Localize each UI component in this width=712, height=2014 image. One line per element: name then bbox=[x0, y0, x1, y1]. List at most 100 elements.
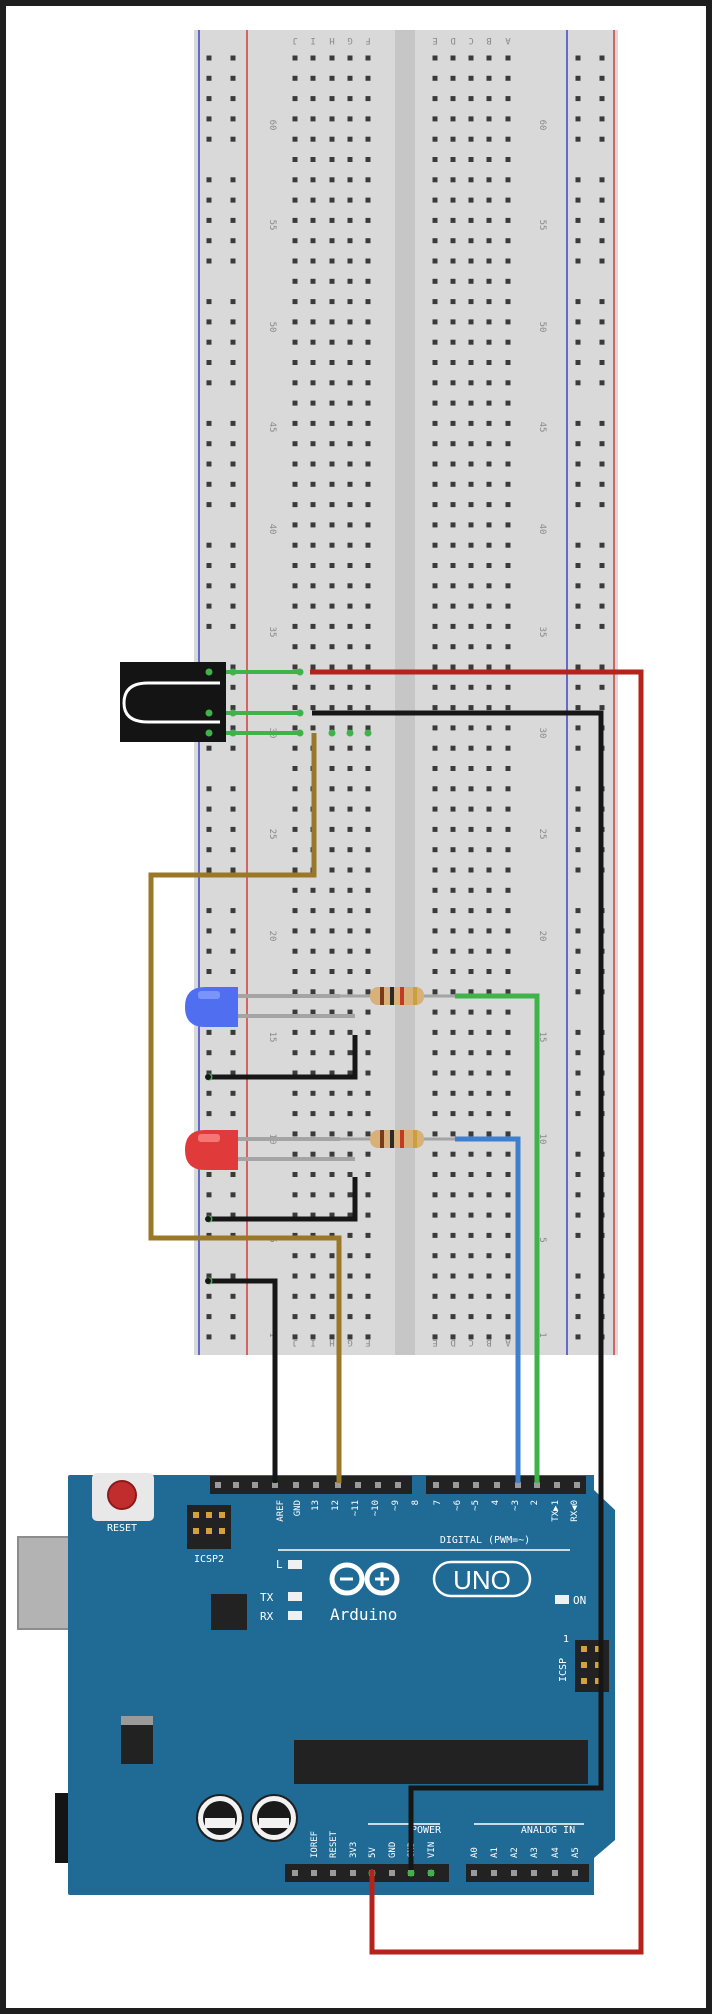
terminal-hole bbox=[432, 623, 438, 629]
terminal-hole bbox=[329, 217, 335, 223]
terminal-hole bbox=[505, 55, 511, 61]
terminal-hole bbox=[329, 766, 335, 771]
terminal-hole bbox=[505, 644, 511, 650]
terminal-hole bbox=[505, 1151, 511, 1157]
terminal-hole bbox=[486, 522, 492, 528]
terminal-hole bbox=[310, 1232, 316, 1238]
regulator-tab bbox=[121, 1716, 153, 1725]
terminal-hole bbox=[310, 684, 316, 690]
terminal-hole bbox=[486, 319, 492, 325]
terminal-hole bbox=[292, 360, 298, 365]
terminal-hole bbox=[468, 1090, 474, 1096]
frame-left bbox=[0, 0, 6, 2014]
terminal-hole bbox=[486, 157, 492, 162]
column-letter-top: B bbox=[486, 35, 491, 45]
resistor-1-band-1 bbox=[380, 987, 384, 1005]
terminal-hole bbox=[310, 55, 316, 61]
wire-black-gnd bbox=[312, 710, 604, 1870]
terminal-hole bbox=[505, 745, 511, 751]
row-number-right: 25 bbox=[537, 829, 547, 840]
rail-hole bbox=[575, 441, 581, 447]
terminal-hole bbox=[310, 928, 316, 934]
rail-hole bbox=[599, 96, 605, 102]
terminal-hole bbox=[432, 380, 438, 386]
terminal-hole bbox=[450, 75, 456, 81]
terminal-hole bbox=[292, 217, 298, 223]
terminal-hole bbox=[292, 157, 298, 162]
row-number-right: 40 bbox=[537, 524, 547, 535]
terminal-hole bbox=[432, 522, 438, 528]
top-header-pins bbox=[215, 1482, 580, 1488]
terminal-hole bbox=[486, 705, 492, 711]
terminal-hole bbox=[505, 1232, 511, 1238]
connected-hole bbox=[364, 729, 372, 737]
terminal-hole bbox=[486, 989, 492, 995]
terminal-hole bbox=[347, 1090, 353, 1096]
terminal-hole bbox=[486, 928, 492, 934]
terminal-hole bbox=[432, 603, 438, 609]
terminal-hole bbox=[505, 847, 511, 853]
terminal-hole bbox=[365, 644, 371, 650]
tx-led bbox=[288, 1592, 302, 1601]
terminal-hole bbox=[292, 664, 298, 670]
terminal-hole bbox=[329, 1273, 335, 1279]
resistor-2-band-4 bbox=[413, 1130, 417, 1148]
terminal-hole bbox=[432, 157, 438, 162]
terminal-hole bbox=[432, 360, 438, 365]
terminal-hole bbox=[365, 847, 371, 853]
header-pin bbox=[293, 1482, 299, 1488]
terminal-hole bbox=[450, 360, 456, 365]
terminal-hole bbox=[292, 1029, 298, 1035]
rail-hole bbox=[575, 1273, 581, 1279]
terminal-hole bbox=[432, 1314, 438, 1320]
icsp2-label: ICSP2 bbox=[194, 1554, 224, 1565]
rail-hole bbox=[206, 238, 212, 244]
terminal-hole bbox=[432, 136, 438, 142]
terminal-hole bbox=[486, 623, 492, 629]
terminal-hole bbox=[292, 1334, 298, 1340]
terminal-hole bbox=[365, 1192, 371, 1198]
terminal-hole bbox=[450, 989, 456, 995]
terminal-hole bbox=[468, 217, 474, 223]
terminal-hole bbox=[432, 55, 438, 61]
resistor-1-band-3 bbox=[400, 987, 404, 1005]
terminal-hole bbox=[329, 826, 335, 832]
header-pin bbox=[491, 1870, 497, 1876]
column-letter-bottom: D bbox=[450, 1337, 455, 1347]
column-letter-top: H bbox=[329, 35, 334, 45]
resistor-1 bbox=[340, 987, 455, 1005]
terminal-hole bbox=[310, 502, 316, 508]
connected-hole bbox=[328, 729, 336, 737]
terminal-hole bbox=[292, 786, 298, 792]
terminal-hole bbox=[432, 563, 438, 568]
terminal-hole bbox=[329, 1334, 335, 1340]
terminal-hole bbox=[468, 745, 474, 751]
rail-hole bbox=[575, 745, 581, 751]
icsp2-pin bbox=[219, 1528, 225, 1534]
rail-hole bbox=[206, 867, 212, 873]
terminal-hole bbox=[292, 928, 298, 934]
terminal-hole bbox=[310, 1029, 316, 1035]
rail-hole bbox=[206, 1232, 212, 1238]
terminal-hole bbox=[505, 400, 511, 406]
row-number-right: 50 bbox=[537, 322, 547, 333]
terminal-hole bbox=[432, 238, 438, 244]
header-pin bbox=[552, 1870, 558, 1876]
terminal-hole bbox=[486, 400, 492, 406]
terminal-hole bbox=[486, 1070, 492, 1076]
l-label: L bbox=[276, 1558, 283, 1571]
icsp2-pin bbox=[206, 1512, 212, 1518]
terminal-hole bbox=[486, 806, 492, 812]
terminal-hole bbox=[468, 1131, 474, 1137]
terminal-hole bbox=[450, 1090, 456, 1096]
terminal-hole bbox=[365, 339, 371, 345]
terminal-hole bbox=[505, 766, 511, 771]
terminal-hole bbox=[432, 1151, 438, 1157]
connected-pin bbox=[407, 1869, 415, 1877]
terminal-hole bbox=[292, 96, 298, 102]
terminal-hole bbox=[486, 360, 492, 365]
header-pin-label: RESET bbox=[329, 1830, 339, 1858]
terminal-hole bbox=[432, 725, 438, 731]
terminal-hole bbox=[310, 1293, 316, 1299]
